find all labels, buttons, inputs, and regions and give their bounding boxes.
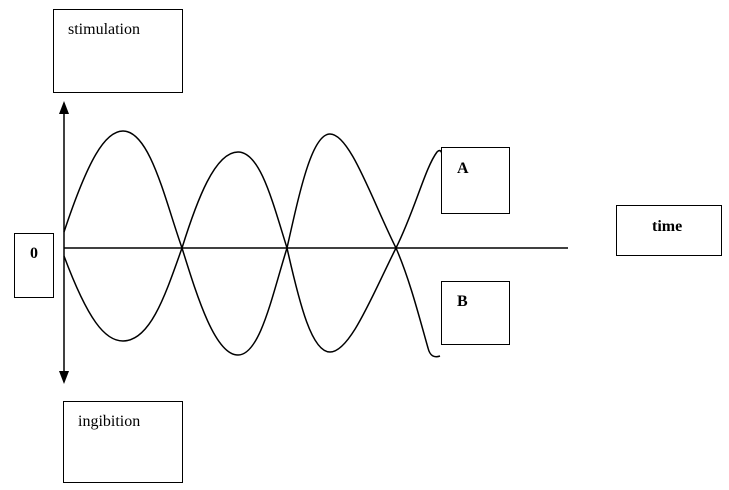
time-box: time (616, 205, 722, 256)
stimulation-box: stimulation (53, 9, 183, 93)
curve-a-box: A (441, 147, 510, 214)
curve-a (63, 130, 443, 251)
zero-label: 0 (30, 245, 38, 262)
curve-b-label: B (457, 293, 468, 310)
inhibition-label: ingibition (78, 413, 141, 430)
axis-arrow-up (59, 101, 69, 114)
time-label: time (652, 218, 683, 235)
axis-arrow-down (59, 371, 69, 384)
curve-a-label: A (457, 160, 469, 177)
curve-b (63, 245, 441, 358)
inhibition-box: ingibition (63, 401, 183, 483)
curve-b-box: B (441, 281, 510, 345)
zero-box: 0 (14, 233, 54, 298)
stimulation-label: stimulation (68, 21, 140, 38)
